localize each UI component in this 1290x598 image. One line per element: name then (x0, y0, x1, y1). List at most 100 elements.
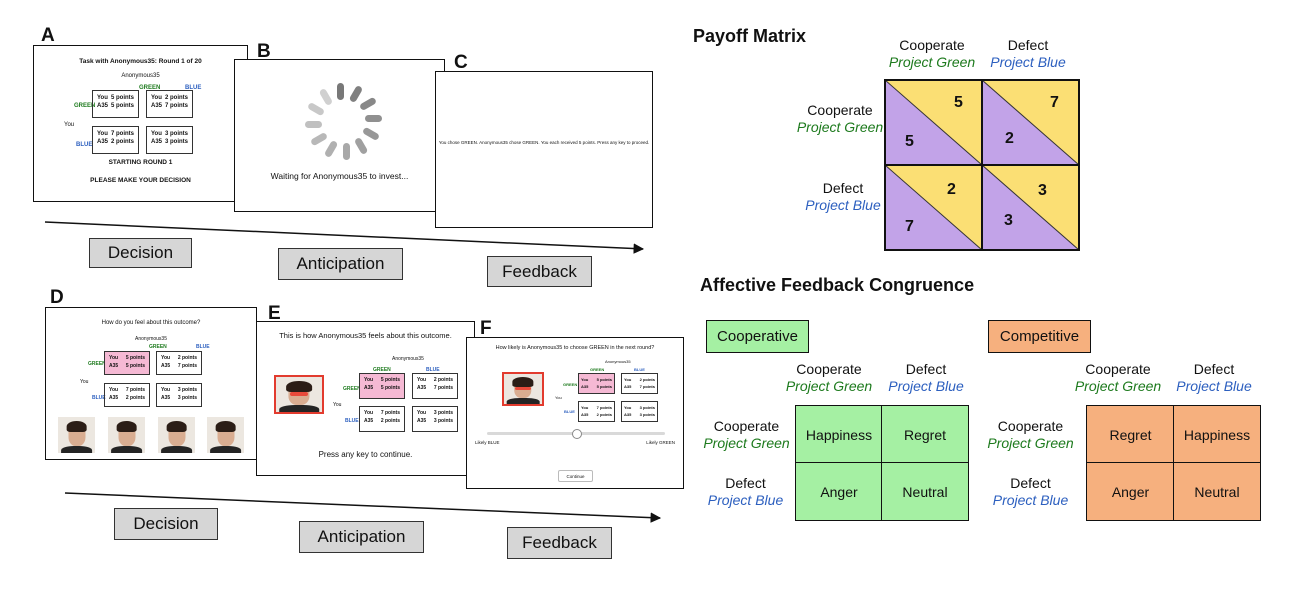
cell-you-points: 5 points (110, 95, 134, 101)
cell-you: You (364, 377, 374, 383)
screen-e-partner-emotion: This is how Anonymous35 feels about this… (256, 321, 475, 476)
you-label: You (64, 122, 75, 128)
col-blue-label: BLUE (196, 344, 210, 350)
col-head-main: Cooperate (899, 37, 965, 53)
payoff-cell-0-diagonal (884, 79, 983, 166)
spinner-spoke (337, 83, 344, 100)
cell-opp-points: 5 points (596, 384, 612, 389)
face-option-1[interactable] (58, 417, 95, 453)
screen-c-feedback: You chose GREEN. Anonymous35 chose GREEN… (435, 71, 653, 228)
cell-opp-points: 5 points (110, 103, 134, 109)
cell-you: You (581, 405, 589, 410)
row-blue-label: BLUE (76, 142, 93, 148)
cell-you-points: 7 points (596, 405, 612, 410)
cell-opp-points: 7 points (433, 385, 453, 391)
cell-you: You (97, 95, 108, 101)
continue-button[interactable]: Continue (558, 470, 593, 482)
col-head-sub: Project Blue (888, 378, 964, 394)
cell-opp: A35 (97, 103, 109, 109)
face-option-2[interactable] (108, 417, 145, 453)
row-green-label: GREEN (88, 361, 106, 367)
panel-letter-f: F (480, 318, 492, 339)
cell-opp-points: 7 points (164, 103, 188, 109)
cell-you: You (109, 387, 119, 393)
payoff-cell-3-diagonal (981, 164, 1080, 251)
slider-thumb[interactable] (572, 429, 582, 439)
row-head-main: Cooperate (713, 418, 780, 434)
cell-opp: A35 (151, 139, 163, 145)
row-head-sub: Project Green (703, 435, 790, 451)
cell-opp-points: 5 points (125, 363, 145, 369)
opponent-name: Anonymous35 (392, 356, 424, 362)
cell-you: You (417, 377, 427, 383)
col-head-main: Defect (1007, 37, 1049, 53)
panel-letter-a: A (41, 25, 55, 46)
row-blue-label: BLUE (92, 395, 106, 401)
cell-opp: A35 (581, 412, 589, 417)
col-head-sub: Project Green (1074, 378, 1162, 394)
likely-blue-label: Likely BLUE (475, 440, 500, 445)
screen-f-prediction: How likely is Anonymous35 to choose GREE… (466, 337, 684, 489)
comp-row-head-defect: Defect Project Blue (978, 475, 1083, 509)
col-head-main: Defect (905, 361, 947, 377)
cell-opp: A35 (624, 412, 632, 417)
cell-you-points: 7 points (125, 387, 145, 393)
face-option-3[interactable] (158, 417, 195, 453)
stage-label-anticipation-top: Anticipation (278, 248, 403, 280)
continue-instruction: Press any key to continue. (318, 450, 413, 459)
panel-letter-d: D (50, 287, 64, 308)
partner-face-image (502, 372, 544, 406)
partner-face-image (274, 375, 324, 414)
cell-opp-points: 7 points (177, 363, 197, 369)
cell-opp: A35 (364, 418, 374, 424)
you-label: You (333, 402, 342, 408)
likely-green-label: Likely GREEN (646, 440, 675, 445)
face-option-4[interactable] (207, 417, 244, 453)
cell-opp: A35 (417, 385, 427, 391)
opponent-name: Anonymous35 (135, 336, 167, 342)
row-head-main: Defect (725, 475, 766, 491)
stage-label-anticipation-bottom: Anticipation (299, 521, 424, 553)
opponent-name: Anonymous35 (121, 73, 160, 79)
payoff-gb-opponent: 7 (1050, 94, 1059, 111)
col-head-sub: Project Blue (1176, 378, 1252, 394)
decision-prompt: PLEASE MAKE YOUR DECISION (90, 177, 191, 184)
stage-label-decision-bottom: Decision (114, 508, 218, 540)
coop-row-head-defect: Defect Project Blue (693, 475, 798, 509)
payoff-cell-gb: You 2 points A35 7 points (412, 373, 458, 399)
cell-you: You (151, 131, 162, 137)
col-blue-label: BLUE (426, 367, 440, 373)
cell-you-points: 2 points (433, 377, 453, 383)
row-head-sub: Project Green (796, 119, 884, 135)
payoff-gb-self: 2 (1005, 130, 1014, 147)
row-head-sub: Project Green (987, 435, 1074, 451)
cell-you-points: 3 points (433, 410, 453, 416)
cell-you: You (417, 410, 427, 416)
cell-you-points: 2 points (164, 95, 188, 101)
you-label: You (555, 395, 562, 400)
comp-cell-happiness: Happiness (1173, 405, 1261, 464)
payoff-matrix-grid (884, 79, 1080, 251)
cell-opp-points: 2 points (596, 412, 612, 417)
cell-opp: A35 (97, 139, 109, 145)
payoff-col-head-cooperate: Cooperate Project Green (882, 37, 982, 71)
cell-opp: A35 (417, 418, 427, 424)
comp-cell-neutral: Neutral (1173, 462, 1261, 521)
col-head-main: Cooperate (796, 361, 862, 377)
payoff-bb-self: 3 (1004, 212, 1013, 229)
cell-you-points: 2 points (639, 377, 655, 382)
cell-opp: A35 (364, 385, 374, 391)
col-head-main: Cooperate (1085, 361, 1151, 377)
row-head-sub: Project Blue (992, 492, 1069, 508)
likelihood-slider[interactable] (487, 429, 665, 439)
